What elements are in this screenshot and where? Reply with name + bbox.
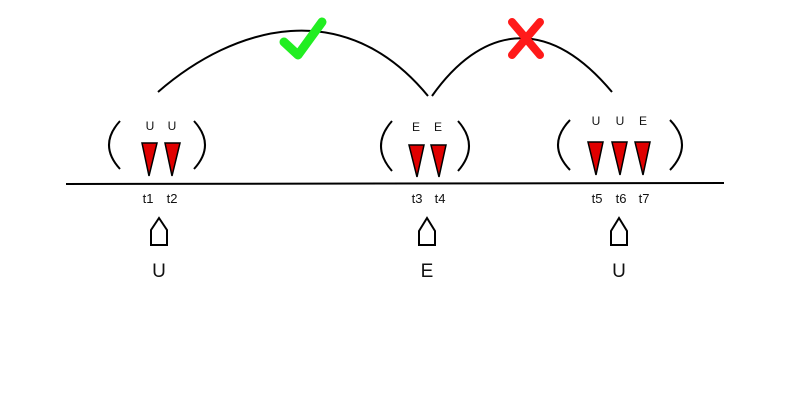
- time-marker: [634, 141, 651, 176]
- time-label: t7: [639, 191, 650, 206]
- time-marker: [141, 142, 158, 177]
- bracket-right: [193, 120, 206, 170]
- bracket-right: [457, 120, 470, 172]
- up-arrow-icon: [418, 216, 436, 246]
- timeline-axis: [65, 182, 725, 185]
- check-icon: [279, 17, 327, 60]
- time-label: t6: [616, 191, 627, 206]
- time-label: t3: [412, 191, 423, 206]
- group-summary-label: U: [152, 261, 166, 282]
- bracket-left: [557, 119, 571, 171]
- state-label: E: [434, 120, 442, 134]
- time-label: t2: [167, 191, 178, 206]
- time-marker: [408, 144, 425, 178]
- bracket-right: [669, 119, 683, 171]
- time-label: t4: [435, 191, 446, 206]
- state-group-1: U U t1 t2 U: [108, 119, 206, 282]
- group-summary-label: E: [421, 261, 434, 282]
- state-label: U: [592, 114, 601, 128]
- bracket-left: [108, 120, 121, 170]
- transition-arc-1: [157, 29, 429, 97]
- transition-arc-2: [431, 37, 613, 97]
- time-label: t5: [592, 191, 603, 206]
- time-marker: [611, 141, 628, 176]
- state-label: U: [146, 119, 155, 133]
- state-label: U: [616, 114, 625, 128]
- state-group-2: E E t3 t4 E: [380, 120, 470, 282]
- bracket-left: [380, 120, 393, 172]
- time-marker: [164, 142, 181, 177]
- cross-icon: [508, 18, 544, 59]
- state-label: U: [168, 119, 177, 133]
- group-summary-label: U: [612, 261, 626, 282]
- state-label: E: [639, 114, 647, 128]
- state-group-3: U U E t5 t6 t7 U: [557, 114, 683, 282]
- time-marker: [587, 141, 604, 176]
- state-label: E: [412, 120, 420, 134]
- time-marker: [430, 144, 447, 178]
- time-label: t1: [143, 191, 154, 206]
- up-arrow-icon: [150, 216, 168, 246]
- up-arrow-icon: [610, 216, 628, 246]
